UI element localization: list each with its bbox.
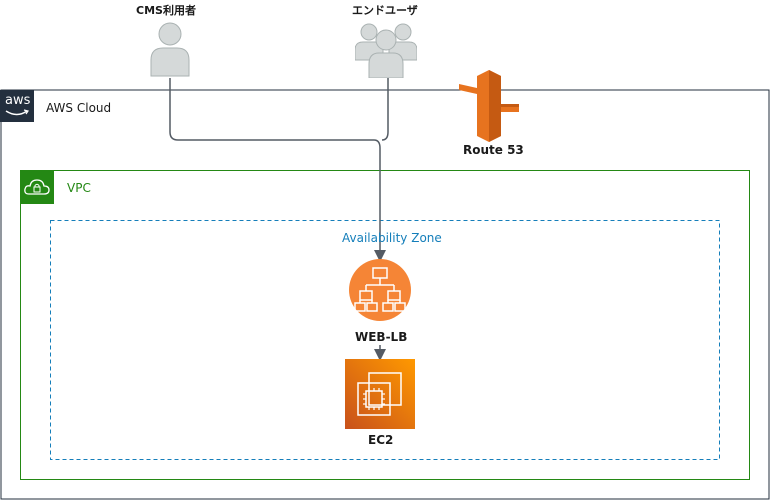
vpc-badge xyxy=(20,170,54,204)
cloud-lock-icon xyxy=(24,179,50,195)
web-lb-label: WEB-LB xyxy=(355,330,408,344)
aws-smile-icon xyxy=(5,109,29,116)
route53-label: Route 53 xyxy=(463,143,524,157)
aws-logo-badge: aws xyxy=(0,90,34,122)
cms-user-label: CMS利用者 xyxy=(136,4,196,17)
aws-logo-icon: aws xyxy=(5,93,31,108)
vpc-group xyxy=(20,170,750,480)
connector-cms-user xyxy=(169,78,386,262)
aws-cloud-group xyxy=(0,89,770,500)
end-users-label: エンドユーザ xyxy=(352,4,418,17)
aws-cloud-label: AWS Cloud xyxy=(46,101,112,115)
user-icon xyxy=(150,22,190,77)
users-group-icon xyxy=(355,23,417,78)
availability-zone-label: Availability Zone xyxy=(342,231,442,245)
vpc-label: VPC xyxy=(67,181,91,195)
connector-end-users xyxy=(381,78,389,141)
availability-zone-group xyxy=(50,220,720,460)
ec2-label: EC2 xyxy=(368,433,394,447)
route53-icon xyxy=(459,70,519,142)
ec2-instance-icon xyxy=(345,359,415,429)
load-balancer-icon xyxy=(349,259,411,321)
